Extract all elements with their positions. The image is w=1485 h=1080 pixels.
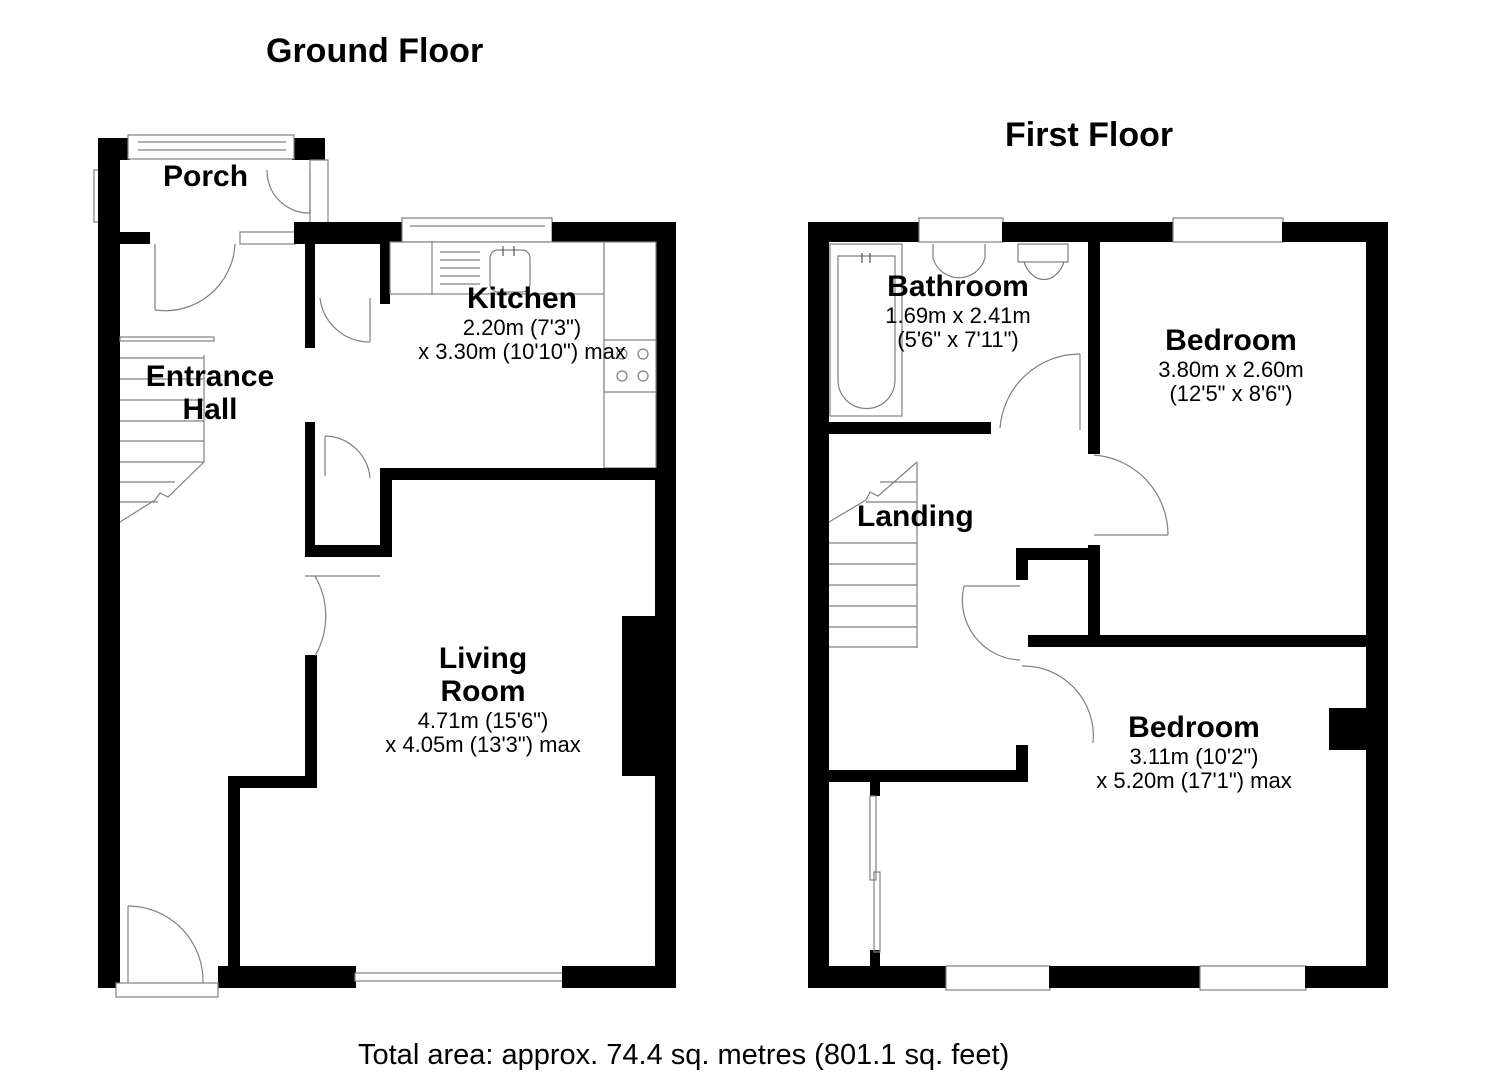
bathroom-name: Bathroom <box>887 270 1029 303</box>
entrance-hall-label: Entrance Hall <box>138 362 282 425</box>
bedroom-1-name: Bedroom <box>1165 324 1297 357</box>
ground-floor-plan <box>93 134 676 998</box>
bedroom-1-label: Bedroom 3.80m x 2.60m (12'5" x 8'6") <box>1130 326 1332 406</box>
living-room-dimensions-line1: 4.71m (15'6") <box>417 708 549 733</box>
living-room-label: Living Room 4.71m (15'6") x 4.05m (13'3"… <box>362 644 604 757</box>
kitchen-dimensions-line1: 2.20m (7'3") <box>462 315 582 340</box>
kitchen-label: Kitchen 2.20m (7'3") x 3.30m (10'10") ma… <box>395 284 649 364</box>
bedroom-1-dimensions-line2: (12'5" x 8'6") <box>1169 381 1293 407</box>
first-floor-plan <box>808 217 1388 991</box>
bedroom-2-dimensions-line2: x 5.20m (17'1") max <box>1096 768 1292 794</box>
first-floor-title: First Floor <box>1005 116 1174 154</box>
entrance-hall-name-line2: Hall <box>182 393 238 426</box>
kitchen-dimensions-line2: x 3.30m (10'10") max <box>418 339 626 365</box>
bedroom-2-dimensions-line1: 3.11m (10'2") <box>1129 744 1259 769</box>
living-room-name-line2: Room <box>440 675 526 708</box>
ground-floor-title: Ground Floor <box>266 32 484 70</box>
living-room-name-line1: Living <box>438 642 528 675</box>
bathroom-dimensions-line2: (5'6" x 7'11") <box>897 327 1019 353</box>
entrance-hall-name-line1: Entrance <box>145 360 275 393</box>
total-area-caption: Total area: approx. 74.4 sq. metres (801… <box>358 1039 1010 1071</box>
bathroom-label: Bathroom 1.69m x 2.41m (5'6" x 7'11") <box>860 272 1056 352</box>
living-room-dimensions-line2: x 4.05m (13'3") max <box>385 732 581 758</box>
bedroom-2-label: Bedroom 3.11m (10'2") x 5.20m (17'1") ma… <box>1068 713 1320 793</box>
bedroom-1-dimensions-line1: 3.80m x 2.60m <box>1158 357 1304 382</box>
porch-label: Porch <box>163 160 249 193</box>
bathroom-dimensions-line1: 1.69m x 2.41m <box>885 303 1031 328</box>
bedroom-2-name: Bedroom <box>1128 711 1260 744</box>
landing-label: Landing <box>857 500 974 533</box>
kitchen-name: Kitchen <box>466 282 577 315</box>
